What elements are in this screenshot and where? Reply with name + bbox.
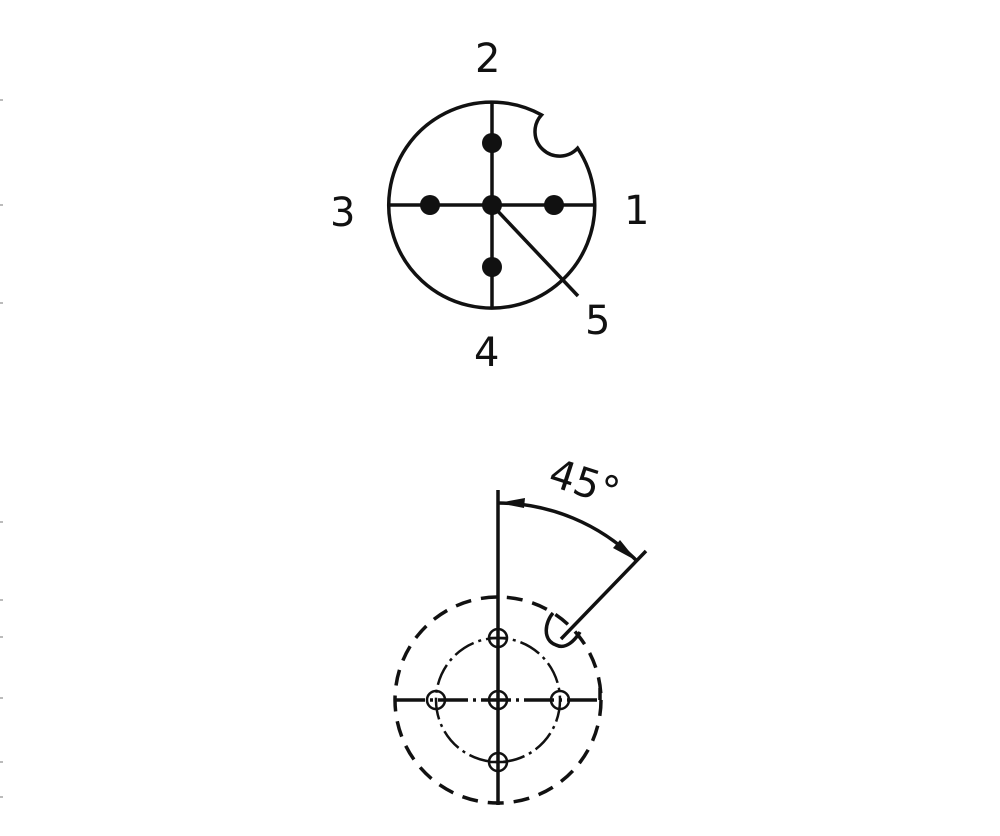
pin-label-5: 5 <box>585 298 610 344</box>
pin-3 <box>420 195 440 215</box>
pin-hole <box>487 751 509 773</box>
angle-arc <box>497 501 639 563</box>
front-view <box>387 100 597 310</box>
pin-hole <box>487 627 509 649</box>
pin-5 <box>482 195 502 215</box>
pin-label-2: 2 <box>475 36 500 82</box>
angle-label: 45° <box>543 450 625 516</box>
pin-label-4: 4 <box>474 330 499 376</box>
edge-tick-marks <box>0 99 3 798</box>
pin-hole <box>425 689 447 711</box>
arrow-head-start <box>498 498 525 508</box>
pin-label-3: 3 <box>330 190 355 236</box>
connector-outline <box>387 100 597 310</box>
pin-2 <box>482 133 502 153</box>
pin-4 <box>482 257 502 277</box>
angle-leader <box>559 549 648 641</box>
pin-hole <box>487 689 509 711</box>
mounting-view <box>393 490 648 805</box>
pin-1 <box>544 195 564 215</box>
arrow-head-end <box>613 540 637 561</box>
pin-label-1: 1 <box>624 188 649 234</box>
key-notch <box>544 611 582 648</box>
pin5-leader <box>490 203 580 298</box>
pin-hole <box>549 689 571 711</box>
